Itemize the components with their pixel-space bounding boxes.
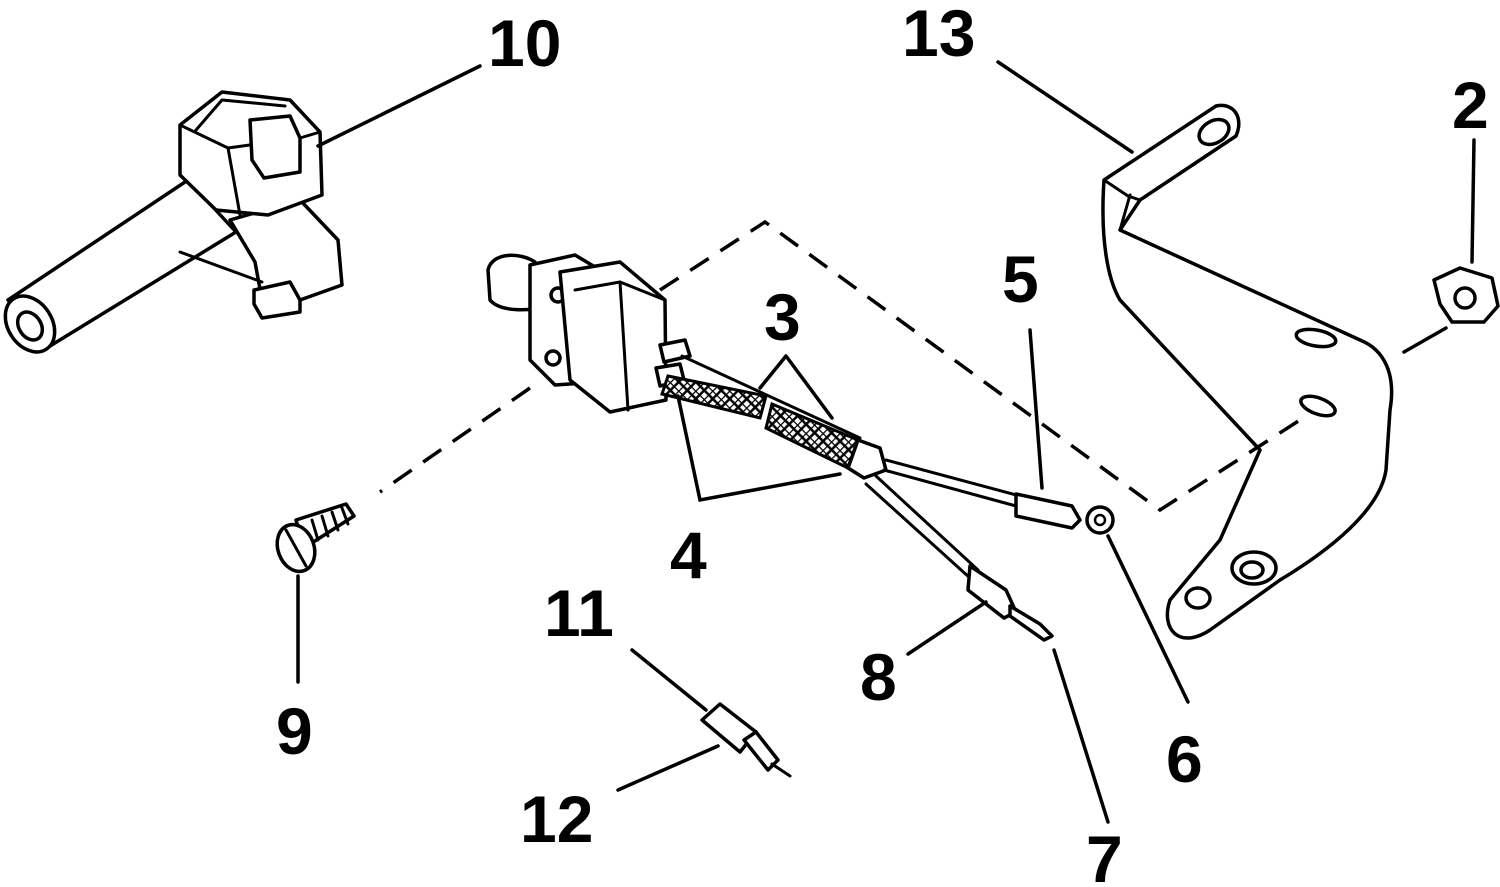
part-3-4-braided-leads bbox=[660, 354, 888, 480]
part-10-knob-assembly bbox=[3, 90, 344, 354]
callout-6: 6 bbox=[1166, 722, 1203, 796]
part-5-6-ring-terminal-wire bbox=[882, 458, 1115, 535]
part-2-hex-nut bbox=[1432, 266, 1500, 324]
ignition-switch-body bbox=[486, 253, 692, 414]
assembly-dashed-lines bbox=[379, 219, 1301, 513]
callout-10: 10 bbox=[488, 6, 561, 80]
callout-12: 12 bbox=[520, 782, 593, 856]
callout-labels: 10 13 2 3 5 4 11 8 6 9 12 7 bbox=[276, 0, 1489, 887]
callout-3: 3 bbox=[764, 280, 801, 354]
part-13-mounting-bracket bbox=[1101, 103, 1394, 640]
callout-4: 4 bbox=[670, 518, 707, 592]
callout-5: 5 bbox=[1002, 242, 1039, 316]
callout-13: 13 bbox=[902, 0, 975, 70]
callout-9: 9 bbox=[276, 694, 313, 768]
part-9-screw bbox=[275, 502, 356, 574]
leader-lines bbox=[296, 60, 1476, 824]
callout-7: 7 bbox=[1086, 822, 1123, 887]
callout-8: 8 bbox=[860, 640, 897, 714]
callout-2: 2 bbox=[1452, 68, 1489, 142]
part-7-8-wire-lead bbox=[864, 474, 1054, 642]
part-11-12-bullet-terminal bbox=[700, 702, 792, 778]
callout-11: 11 bbox=[544, 576, 614, 650]
